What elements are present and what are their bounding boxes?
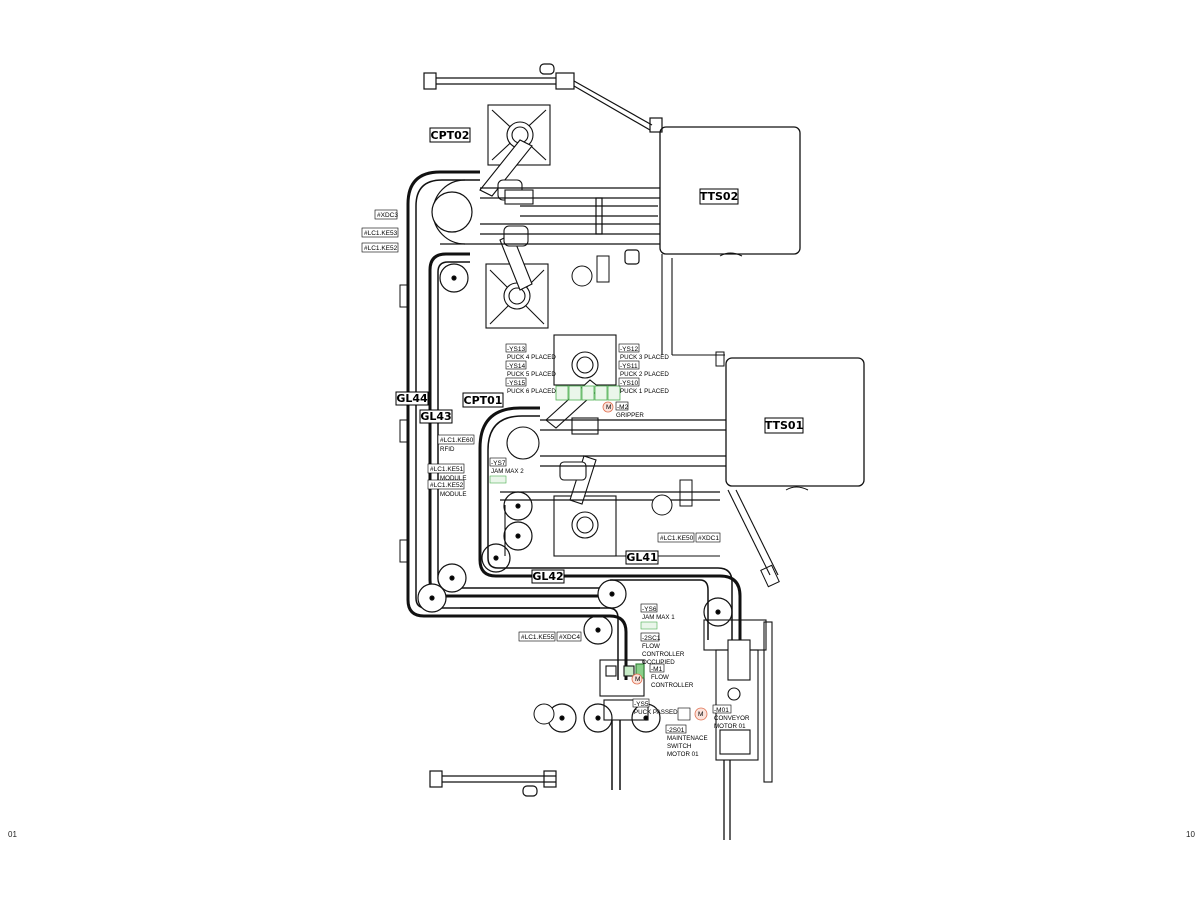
svg-text:#LC1.KE50: #LC1.KE50: [660, 535, 694, 542]
tts01-station: TTS01: [715, 351, 865, 588]
tts02-station: TTS02: [659, 126, 801, 356]
svg-text:JAM MAX 1: JAM MAX 1: [642, 614, 675, 621]
gl42-label: GL42: [532, 570, 563, 583]
page-number-right: 10: [1186, 830, 1195, 839]
upper-conveyor: [431, 179, 660, 265]
tag-ys13: -YS13 PUCK 4 PLACED: [505, 343, 556, 361]
svg-text:PUCK 6 PLACED: PUCK 6 PLACED: [507, 388, 556, 395]
svg-text:PUCK 4 PLACED: PUCK 4 PLACED: [507, 354, 556, 361]
svg-text:GRIPPER: GRIPPER: [616, 412, 644, 419]
middle-conveyor: [460, 406, 742, 840]
gripper-motor: M -M2 GRIPPER: [602, 401, 644, 419]
tag-lc1-ke50: #LC1.KE50: [657, 532, 695, 543]
svg-text:-YS13: -YS13: [507, 346, 525, 353]
gl43-label: GL43: [420, 410, 451, 423]
svg-text:#LC1.KE55: #LC1.KE55: [521, 634, 555, 641]
svg-text:#LC1.KE53: #LC1.KE53: [364, 230, 398, 237]
tag-lc1-ke51: #LC1.KE51 MODULE: [427, 463, 466, 482]
svg-text:-M01: -M01: [714, 707, 729, 714]
aux-devices: [533, 255, 693, 725]
tag-ys15: -YS15 PUCK 6 PLACED: [505, 377, 556, 395]
top-bracket: [423, 63, 663, 133]
svg-text:SWITCH: SWITCH: [667, 743, 691, 750]
svg-text:#XDC4: #XDC4: [559, 634, 580, 641]
svg-text:JAM MAX 2: JAM MAX 2: [491, 468, 524, 475]
cpt02-label: CPT02: [431, 129, 470, 142]
svg-text:-YS6: -YS6: [642, 606, 657, 613]
svg-text:-YS10: -YS10: [620, 380, 638, 387]
gl41-label: GL41: [626, 551, 657, 564]
tts02-label: TTS02: [700, 190, 739, 203]
svg-text:-M1: -M1: [651, 666, 663, 673]
tag-lc1-ke53: #LC1.KE53: [361, 227, 399, 238]
page-number-left: 01: [8, 830, 17, 839]
svg-text:CONVEYOR: CONVEYOR: [714, 715, 750, 722]
svg-text:CONTROLLER: CONTROLLER: [642, 651, 685, 658]
svg-text:PUCK 1 PLACED: PUCK 1 PLACED: [620, 388, 669, 395]
svg-text:-2SC1: -2SC1: [642, 635, 661, 642]
svg-text:RFID: RFID: [440, 446, 455, 453]
tag-ys7: -YS7 JAM MAX 2: [489, 457, 524, 484]
svg-text:#LC1.KE51: #LC1.KE51: [430, 466, 464, 473]
conveyor-motor-assembly: [703, 619, 773, 783]
svg-text:#LC1.KE52: #LC1.KE52: [364, 245, 398, 252]
cpt01-robot-area: [545, 334, 617, 557]
flow-controller-assembly: [599, 659, 649, 721]
svg-text:MAINTENACE: MAINTENACE: [667, 735, 708, 742]
svg-text:PUCK 5 PLACED: PUCK 5 PLACED: [507, 371, 556, 378]
svg-text:#LC1.KE52: #LC1.KE52: [430, 482, 464, 489]
cpt02-robot-area: [479, 104, 551, 329]
svg-text:MOTOR 01: MOTOR 01: [714, 723, 746, 730]
svg-text:PUCK 3 PLACED: PUCK 3 PLACED: [620, 354, 669, 361]
svg-text:FLOW: FLOW: [642, 643, 660, 650]
svg-text:-YS12: -YS12: [620, 346, 638, 353]
svg-text:M: M: [635, 676, 640, 683]
tag-ys14: -YS14 PUCK 5 PLACED: [505, 360, 556, 378]
tag-ys10: -YS10 PUCK 1 PLACED: [618, 377, 669, 395]
svg-text:M: M: [606, 404, 611, 411]
svg-text:M: M: [698, 711, 703, 718]
tag-xdc-right: #XDC1: [695, 532, 721, 543]
svg-text:-YS14: -YS14: [507, 363, 525, 370]
svg-text:OCCUPIED: OCCUPIED: [642, 659, 675, 666]
svg-text:-2S01: -2S01: [667, 727, 685, 734]
tag-m1-flow-controller: M -M1 FLOW CONTROLLER: [631, 663, 694, 689]
tag-ys5: -YS5 PUCK PASSED: [632, 698, 678, 716]
tag-ys12: -YS12 PUCK 3 PLACED: [618, 343, 669, 361]
svg-text:#XDC3: #XDC3: [377, 212, 398, 219]
tag-lc1-ke52b: #LC1.KE52 MODULE: [427, 479, 466, 498]
svg-text:CONTROLLER: CONTROLLER: [651, 682, 694, 689]
tag-ys6: -YS6 JAM MAX 1: [640, 603, 675, 630]
tag-m01-conveyor-motor: M -M01 CONVEYOR MOTOR 01: [694, 704, 750, 730]
tag-sc1: -2SC1 FLOW CONTROLLER OCCUPIED: [640, 632, 685, 666]
gl44-label: GL44: [396, 392, 428, 405]
svg-text:#LC1.KE60: #LC1.KE60: [440, 437, 474, 444]
svg-text:-YS7: -YS7: [491, 460, 506, 467]
svg-text:FLOW: FLOW: [651, 674, 669, 681]
svg-text:MODULE: MODULE: [440, 491, 466, 498]
tag-lc1-ke55: #LC1.KE55: [518, 631, 556, 642]
tag-xdc-bottom: #XDC4: [556, 631, 582, 642]
svg-text:-YS5: -YS5: [634, 701, 649, 708]
tag-ys11: -YS11 PUCK 2 PLACED: [618, 360, 669, 378]
svg-text:MODULE: MODULE: [440, 475, 466, 482]
svg-text:PUCK 2 PLACED: PUCK 2 PLACED: [620, 371, 669, 378]
bottom-bracket: [429, 770, 557, 797]
svg-text:-M2: -M2: [617, 404, 629, 411]
cpt01-label: CPT01: [464, 394, 503, 407]
tag-xdc-top: #XDC3: [374, 209, 398, 220]
svg-text:-YS15: -YS15: [507, 380, 525, 387]
svg-text:PUCK PASSED: PUCK PASSED: [634, 709, 678, 716]
svg-text:#XDC1: #XDC1: [698, 535, 719, 542]
puck-sensor-row: [555, 385, 621, 401]
tag-lc1-ke52: #LC1.KE52: [361, 242, 399, 253]
svg-text:-YS11: -YS11: [620, 363, 638, 370]
tts01-label: TTS01: [765, 419, 804, 432]
tag-lc1-ke60: #LC1.KE60 RFID: [437, 434, 475, 453]
tag-s01-maintenance: -2S01 MAINTENACE SWITCH MOTOR 01: [665, 707, 708, 758]
svg-text:MOTOR 01: MOTOR 01: [667, 751, 699, 758]
